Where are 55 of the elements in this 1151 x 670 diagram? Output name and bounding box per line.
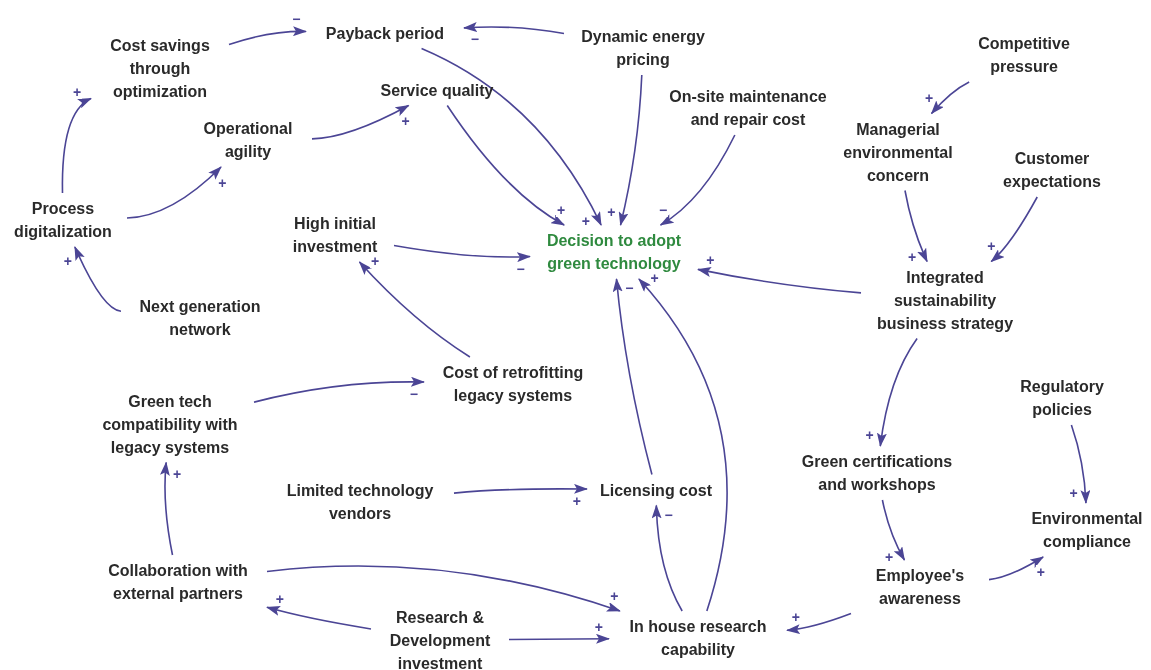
causal-arrow (453, 483, 588, 494)
causal-arrow (697, 267, 862, 294)
variable-label: Research & Development investment (375, 605, 505, 670)
variable-label: Customer expectations (992, 147, 1112, 193)
variable-label: Regulatory policies (1007, 375, 1117, 421)
causal-arrow (881, 499, 906, 561)
polarity-sign: + (400, 113, 411, 128)
variable-label: Next generation network (125, 295, 275, 341)
variable-label: Operational agility (188, 117, 308, 163)
causal-arrow (358, 261, 471, 358)
causal-arrow (618, 74, 643, 226)
variable-label: Employee's awareness (855, 564, 985, 610)
causal-arrow (420, 47, 602, 226)
variable-label: Cost savings through optimization (95, 33, 225, 103)
variable-label: Dynamic energy pricing (568, 25, 718, 71)
variable-label: Cost of retrofitting legacy systems (428, 361, 598, 407)
variable-label: Licensing cost (591, 478, 721, 502)
causal-arrow (988, 556, 1044, 581)
causal-arrow (446, 104, 565, 226)
causal-arrow (786, 612, 852, 634)
causal-arrow (160, 461, 174, 556)
causal-arrow (1070, 424, 1091, 504)
causal-arrow (990, 196, 1038, 263)
variable-label: Process digitalization (3, 197, 123, 243)
causal-arrow (930, 81, 970, 115)
causal-arrow (61, 97, 92, 194)
variable-label: Service quality (367, 78, 507, 102)
variable-label: Limited technology vendors (270, 479, 450, 525)
causal-arrow (659, 134, 736, 226)
causal-arrow (228, 26, 307, 46)
variable-label: Green certifications and workshops (792, 450, 962, 496)
variable-label: Green tech compatibility with legacy systems (90, 389, 250, 459)
causal-arrow (508, 633, 610, 644)
causal-arrow (877, 337, 918, 447)
causal-arrow (266, 565, 621, 612)
causal-arrow (253, 376, 425, 403)
variable-label: Payback period (310, 21, 460, 45)
polarity-sign: + (609, 589, 620, 604)
causal-arrow (612, 278, 653, 476)
causal-arrow (638, 278, 728, 612)
variable-label: Environmental compliance (1022, 507, 1151, 553)
causal-arrow (74, 246, 122, 313)
causal-arrow (393, 244, 531, 262)
causal-arrow (651, 504, 683, 612)
polarity-sign: + (649, 271, 660, 286)
variable-label: Integrated sustainability business strategy (865, 265, 1025, 335)
variable-label: Competitive pressure (964, 32, 1084, 78)
variable-label: Collaboration with external partners (93, 559, 263, 605)
causal-arrow (904, 189, 928, 263)
causal-arrow (126, 166, 222, 219)
causal-arrow (266, 606, 372, 630)
causal-arrow (463, 22, 565, 35)
variable-label: In house research capability (613, 615, 783, 661)
polarity-sign: + (370, 254, 381, 269)
causal-arrow (311, 104, 410, 140)
